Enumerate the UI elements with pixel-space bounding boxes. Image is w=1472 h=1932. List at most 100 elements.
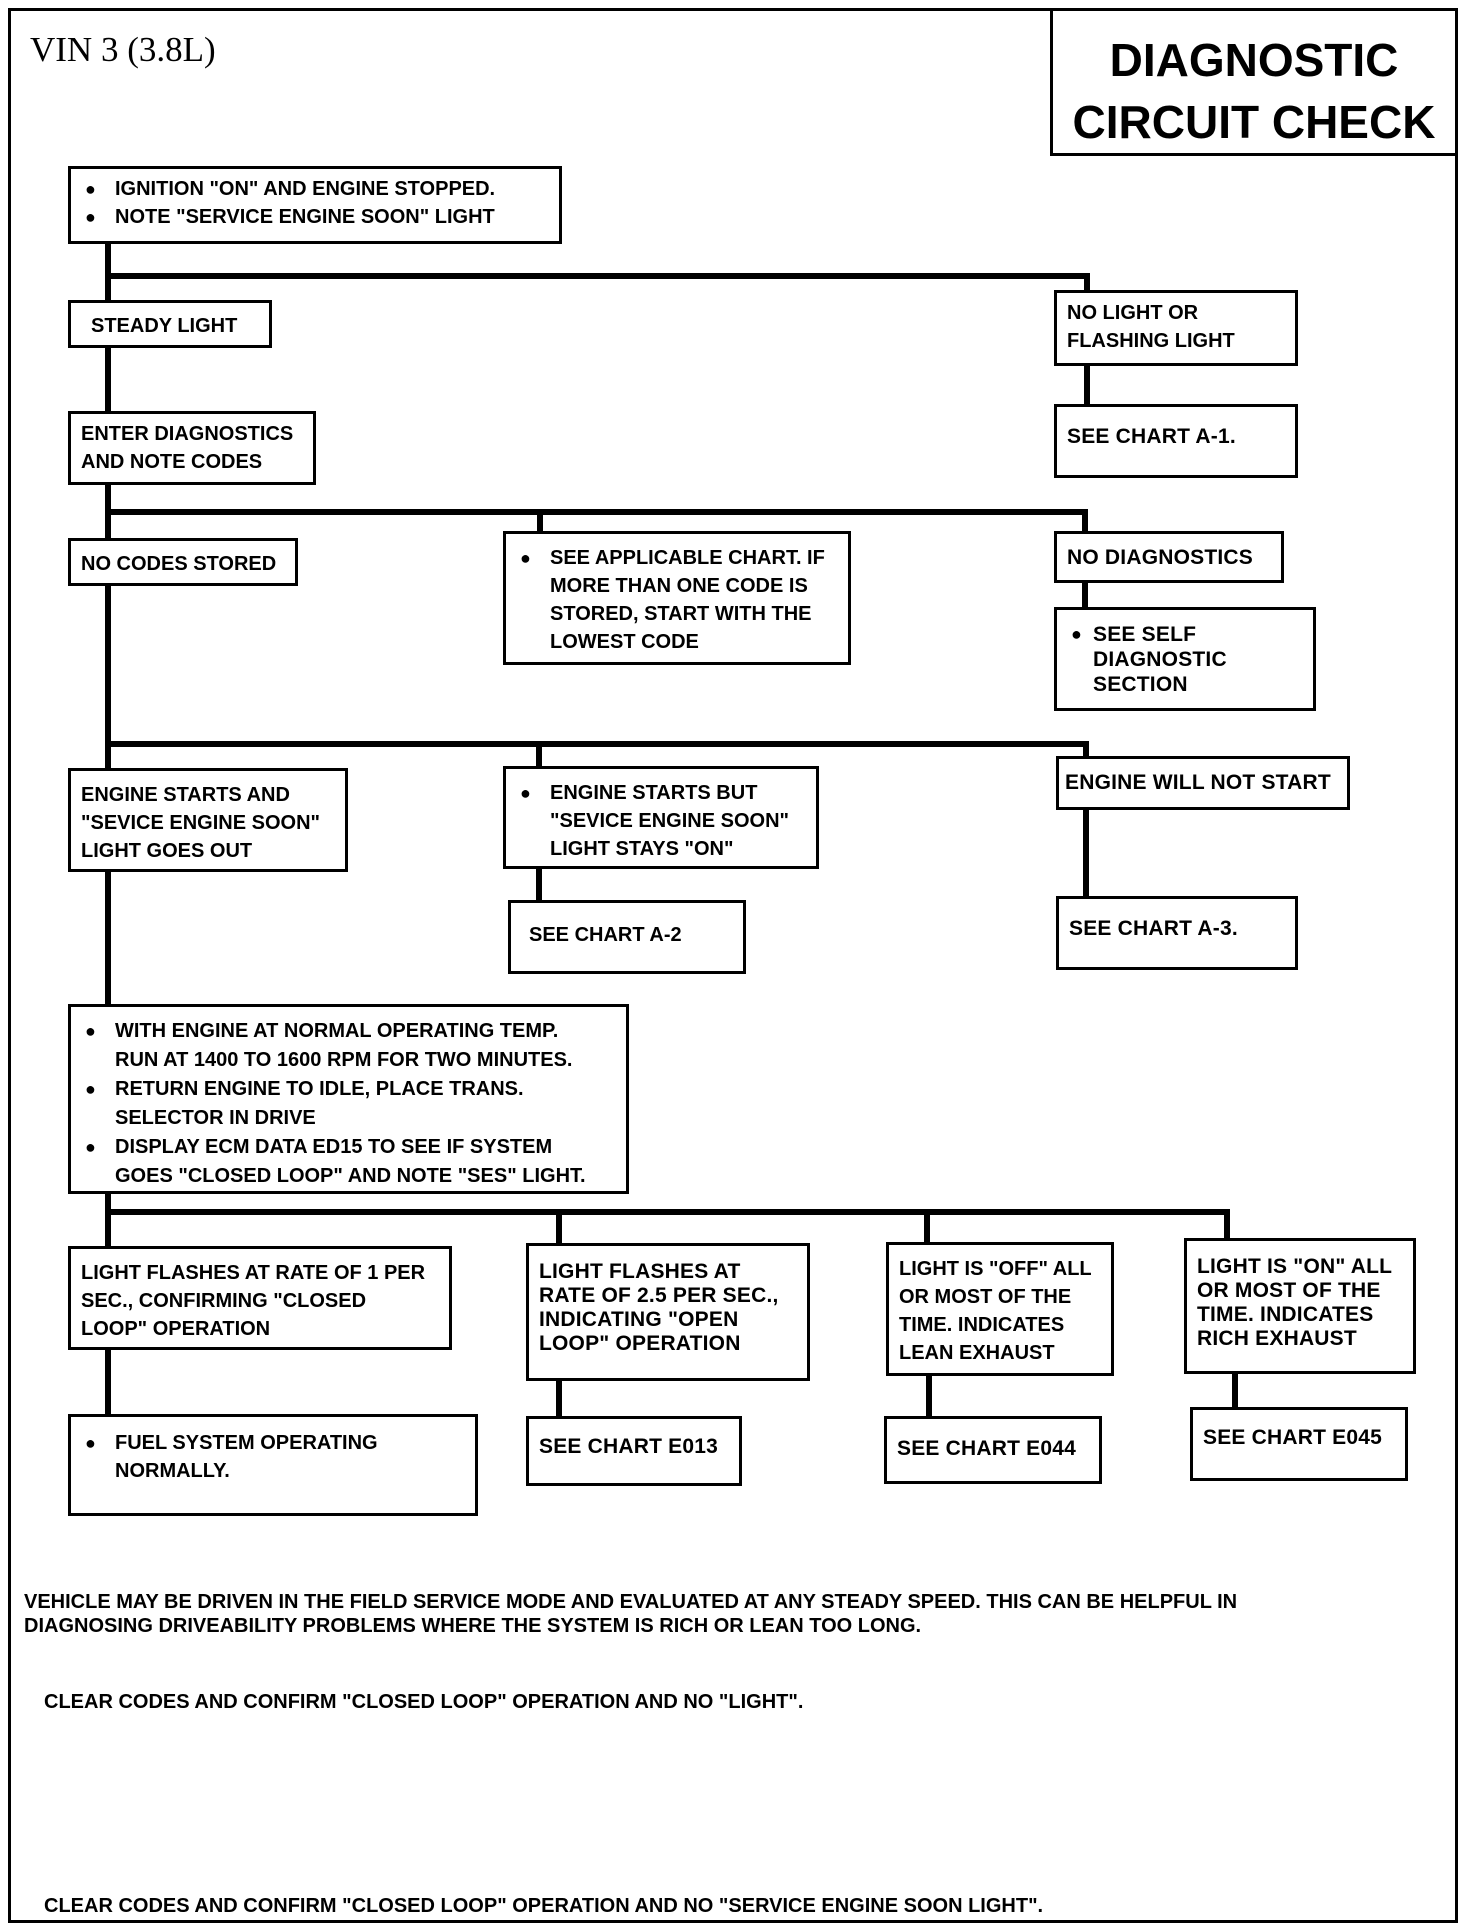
light-on-line-4: RICH EXHAUST	[1197, 1327, 1357, 1350]
light-on-rich-box: LIGHT IS "ON" ALL OR MOST OF THE TIME. I…	[1184, 1238, 1416, 1374]
normal-temp-step-2: RETURN ENGINE TO IDLE, PLACE TRANS.	[81, 1075, 616, 1104]
no-diagnostics-box: NO DIAGNOSTICS	[1054, 531, 1284, 583]
light-on-line-1: LIGHT IS "ON" ALL	[1197, 1255, 1393, 1278]
engine-starts-out-line-2: "SEVICE ENGINE SOON"	[81, 812, 321, 834]
see-chart-a3-box: SEE CHART A-3.	[1056, 896, 1298, 970]
see-chart-e044-label: SEE CHART E044	[897, 1437, 1077, 1460]
no-light-line-2: FLASHING LIGHT	[1067, 330, 1235, 352]
self-diagnostic-line-2: DIAGNOSTIC	[1093, 648, 1227, 671]
applicable-chart-box: SEE APPLICABLE CHART. IF MORE THAN ONE C…	[503, 531, 851, 665]
steady-light-box: STEADY LIGHT	[68, 300, 272, 348]
no-diagnostics-label: NO DIAGNOSTICS	[1067, 546, 1253, 569]
branch-line-3	[105, 741, 1089, 747]
fuel-normal-line-1: FUEL SYSTEM OPERATING	[81, 1429, 465, 1457]
branch-line-4-drop-2	[556, 1209, 562, 1245]
branch-line-1	[105, 273, 1090, 279]
applicable-chart-line-2: MORE THAN ONE CODE IS	[550, 575, 808, 597]
see-chart-e045-box: SEE CHART E045	[1190, 1407, 1408, 1481]
branch-line-3-right-drop	[1083, 741, 1089, 758]
see-chart-a1-label: SEE CHART A-1.	[1067, 425, 1236, 448]
clear-codes-light-note: CLEAR CODES AND CONFIRM "CLOSED LOOP" OP…	[44, 1691, 804, 1713]
page-frame	[8, 8, 1458, 1923]
engine-starts-on-line-3: LIGHT STAYS "ON"	[550, 838, 734, 860]
self-diagnostic-box: SEE SELF DIAGNOSTIC SECTION	[1054, 607, 1316, 711]
flash-1-line-2: SEC., CONFIRMING "CLOSED	[81, 1290, 367, 1312]
light-on-line-3: TIME. INDICATES	[1197, 1303, 1374, 1326]
start-step-2: NOTE "SERVICE ENGINE SOON" LIGHT	[81, 203, 549, 231]
branch-line-2-mid-drop	[537, 509, 543, 535]
light-off-line-3: TIME. INDICATES	[899, 1314, 1065, 1336]
field-service-note-line-1: VEHICLE MAY BE DRIVEN IN THE FIELD SERVI…	[24, 1591, 1238, 1613]
branch-line-4-drop-3	[924, 1209, 930, 1244]
branch-line-3-mid-drop	[536, 741, 542, 768]
enter-diagnostics-line-1: ENTER DIAGNOSTICS	[81, 423, 294, 445]
see-chart-a2-box: SEE CHART A-2	[508, 900, 746, 974]
light-off-connector	[926, 1373, 932, 1419]
steady-light-label: STEADY LIGHT	[91, 315, 238, 337]
enter-diagnostics-line-2: AND NOTE CODES	[81, 451, 263, 473]
branch-line-4	[105, 1209, 1230, 1215]
light-off-line-4: LEAN EXHAUST	[899, 1342, 1055, 1364]
branch-line-2	[105, 509, 1088, 515]
flash-25-line-2: RATE OF 2.5 PER SEC.,	[539, 1284, 779, 1307]
normal-temp-step-2-cont: SELECTOR IN DRIVE	[115, 1107, 316, 1129]
engine-will-not-start-label: ENGINE WILL NOT START	[1065, 771, 1331, 794]
engine-will-not-start-box: ENGINE WILL NOT START	[1056, 756, 1350, 810]
see-chart-e045-label: SEE CHART E045	[1203, 1426, 1383, 1449]
engine-starts-light-on-box: ENGINE STARTS BUT "SEVICE ENGINE SOON" L…	[503, 766, 819, 869]
flash-1-line-1: LIGHT FLASHES AT RATE OF 1 PER	[81, 1262, 426, 1284]
see-chart-e013-label: SEE CHART E013	[539, 1435, 719, 1458]
flash-25-line-1: LIGHT FLASHES AT	[539, 1260, 741, 1283]
branch-line-2-right-drop	[1082, 509, 1088, 533]
fuel-system-normal-box: FUEL SYSTEM OPERATING NORMALLY.	[68, 1414, 478, 1516]
flash-1-per-sec-box: LIGHT FLASHES AT RATE OF 1 PER SEC., CON…	[68, 1246, 452, 1350]
no-light-line-1: NO LIGHT OR	[1067, 302, 1199, 324]
see-chart-e044-box: SEE CHART E044	[884, 1416, 1102, 1484]
no-diagnostics-connector	[1082, 581, 1088, 609]
field-service-note-line-2: DIAGNOSING DRIVEABILITY PROBLEMS WHERE T…	[24, 1615, 922, 1637]
no-codes-stored-label: NO CODES STORED	[81, 553, 277, 575]
no-codes-stored-box: NO CODES STORED	[68, 538, 298, 586]
normal-temp-step-1: WITH ENGINE AT NORMAL OPERATING TEMP.	[81, 1017, 616, 1046]
applicable-chart-line-4: LOWEST CODE	[550, 631, 699, 653]
engine-starts-on-line-2: "SEVICE ENGINE SOON"	[550, 810, 790, 832]
title-line-2: CIRCUIT CHECK	[1072, 96, 1436, 148]
branch-line-4-drop-4	[1224, 1209, 1230, 1240]
applicable-chart-line-3: STORED, START WITH THE	[550, 603, 812, 625]
flash-25-line-4: LOOP" OPERATION	[539, 1332, 741, 1355]
normal-temp-step-3: DISPLAY ECM DATA ED15 TO SEE IF SYSTEM	[81, 1133, 616, 1162]
starts-on-connector	[536, 867, 542, 903]
flash-2-5-per-sec-box: LIGHT FLASHES AT RATE OF 2.5 PER SEC., I…	[526, 1243, 810, 1381]
no-light-box: NO LIGHT OR FLASHING LIGHT	[1054, 290, 1298, 366]
clear-codes-ses-note: CLEAR CODES AND CONFIRM "CLOSED LOOP" OP…	[44, 1895, 1044, 1917]
start-condition-box: IGNITION "ON" AND ENGINE STOPPED. NOTE "…	[68, 166, 562, 244]
light-off-lean-box: LIGHT IS "OFF" ALL OR MOST OF THE TIME. …	[886, 1242, 1114, 1376]
light-off-line-2: OR MOST OF THE	[899, 1286, 1072, 1308]
start-step-1: IGNITION "ON" AND ENGINE STOPPED.	[81, 175, 549, 203]
vin-label: VIN 3 (3.8L)	[30, 30, 216, 69]
normal-temp-step-3-cont: GOES "CLOSED LOOP" AND NOTE "SES" LIGHT.	[115, 1165, 586, 1187]
self-diagnostic-line-3: SECTION	[1093, 673, 1188, 696]
see-chart-a3-label: SEE CHART A-3.	[1069, 917, 1238, 940]
normal-operating-temp-box: WITH ENGINE AT NORMAL OPERATING TEMP. RU…	[68, 1004, 629, 1194]
engine-starts-on-line-1: ENGINE STARTS BUT	[516, 779, 806, 807]
engine-starts-out-line-1: ENGINE STARTS AND	[81, 784, 290, 806]
light-on-line-2: OR MOST OF THE	[1197, 1279, 1381, 1302]
title-line-1: DIAGNOSTIC	[1109, 34, 1399, 86]
applicable-chart-line-1: SEE APPLICABLE CHART. IF	[516, 544, 838, 572]
flash-25-connector	[556, 1378, 562, 1418]
enter-diagnostics-box: ENTER DIAGNOSTICS AND NOTE CODES	[68, 411, 316, 485]
branch-line-1-drop	[1084, 273, 1090, 292]
light-off-line-1: LIGHT IS "OFF" ALL	[899, 1258, 1092, 1280]
see-chart-a1-box: SEE CHART A-1.	[1054, 404, 1298, 478]
light-on-connector	[1232, 1371, 1238, 1409]
flash-25-line-3: INDICATING "OPEN	[539, 1308, 739, 1331]
fuel-normal-line-2: NORMALLY.	[115, 1460, 230, 1482]
see-chart-a2-label: SEE CHART A-2	[529, 924, 682, 946]
title-box: DIAGNOSTIC CIRCUIT CHECK	[1050, 8, 1458, 156]
no-light-connector	[1084, 364, 1090, 406]
self-diagnostic-line-1: SEE SELF	[1067, 622, 1303, 647]
flash-1-line-3: LOOP" OPERATION	[81, 1318, 271, 1340]
engine-starts-out-line-3: LIGHT GOES OUT	[81, 840, 253, 862]
